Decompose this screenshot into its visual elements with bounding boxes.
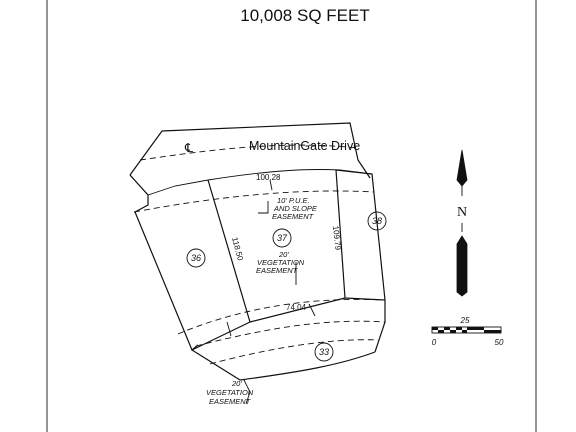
vegetation-easement-mid-line	[177, 298, 385, 335]
svg-text:EASEMENT: EASEMENT	[209, 397, 252, 406]
centerline-symbol: ℄	[184, 141, 194, 155]
north-arrow-head-icon	[456, 149, 468, 187]
dimension-left-side: 118.50	[230, 236, 245, 262]
pue-easement-line	[133, 190, 375, 213]
lot-37-marker: 37	[272, 228, 292, 248]
vegetation-easement-low-line-1	[195, 320, 386, 347]
svg-text:37: 37	[277, 233, 288, 243]
north-label: N	[457, 205, 467, 220]
lot-33-marker: 33	[314, 342, 334, 362]
svg-text:20': 20'	[231, 379, 242, 388]
scale-label-end: 50	[495, 338, 504, 347]
vegetation-easement-low-line-2	[209, 339, 379, 365]
scale-label-start: 0	[432, 338, 437, 347]
svg-text:20': 20'	[278, 250, 289, 259]
svg-text:VEGETATION: VEGETATION	[257, 258, 305, 267]
svg-text:EASEMENT: EASEMENT	[256, 266, 299, 275]
svg-text:EASEMENT: EASEMENT	[272, 212, 315, 221]
svg-text:VEGETATION: VEGETATION	[206, 388, 254, 397]
lot-38-marker: 38	[367, 211, 387, 231]
area-title: 10,008 SQ FEET	[240, 6, 369, 25]
svg-text:38: 38	[372, 216, 382, 226]
pue-easement-label: 10' P.U.E. AND SLOPE EASEMENT	[258, 196, 318, 221]
vegetation-easement-low-label: 20' VEGETATION EASEMENT	[206, 379, 254, 406]
lot-33-boundary	[191, 321, 376, 381]
north-arrow: N	[456, 149, 468, 297]
svg-text:33: 33	[319, 347, 329, 357]
lot-38-boundary	[335, 169, 386, 353]
scale-label-mid: 25	[460, 316, 470, 325]
scale-bar: 0 25 50	[431, 316, 504, 347]
dimension-front: 100.28	[256, 173, 281, 182]
north-arrow-tail-icon	[456, 235, 468, 297]
dimension-right-side: 109.79	[331, 225, 343, 251]
lot-37-boundary	[207, 169, 346, 323]
lot-36-marker: 36	[186, 248, 206, 268]
svg-text:AND SLOPE: AND SLOPE	[273, 204, 318, 213]
svg-text:36: 36	[191, 253, 201, 263]
road-centerline	[139, 144, 359, 161]
vegetation-easement-mid-label: 20' VEGETATION EASEMENT	[256, 250, 305, 285]
dimension-rear: 74.04	[286, 303, 307, 312]
road-right-of-way	[129, 122, 373, 196]
road-name-label: MountainGate Drive	[249, 139, 360, 153]
svg-text:10' P.U.E.: 10' P.U.E.	[277, 196, 310, 205]
dimension-ticks	[226, 179, 316, 337]
